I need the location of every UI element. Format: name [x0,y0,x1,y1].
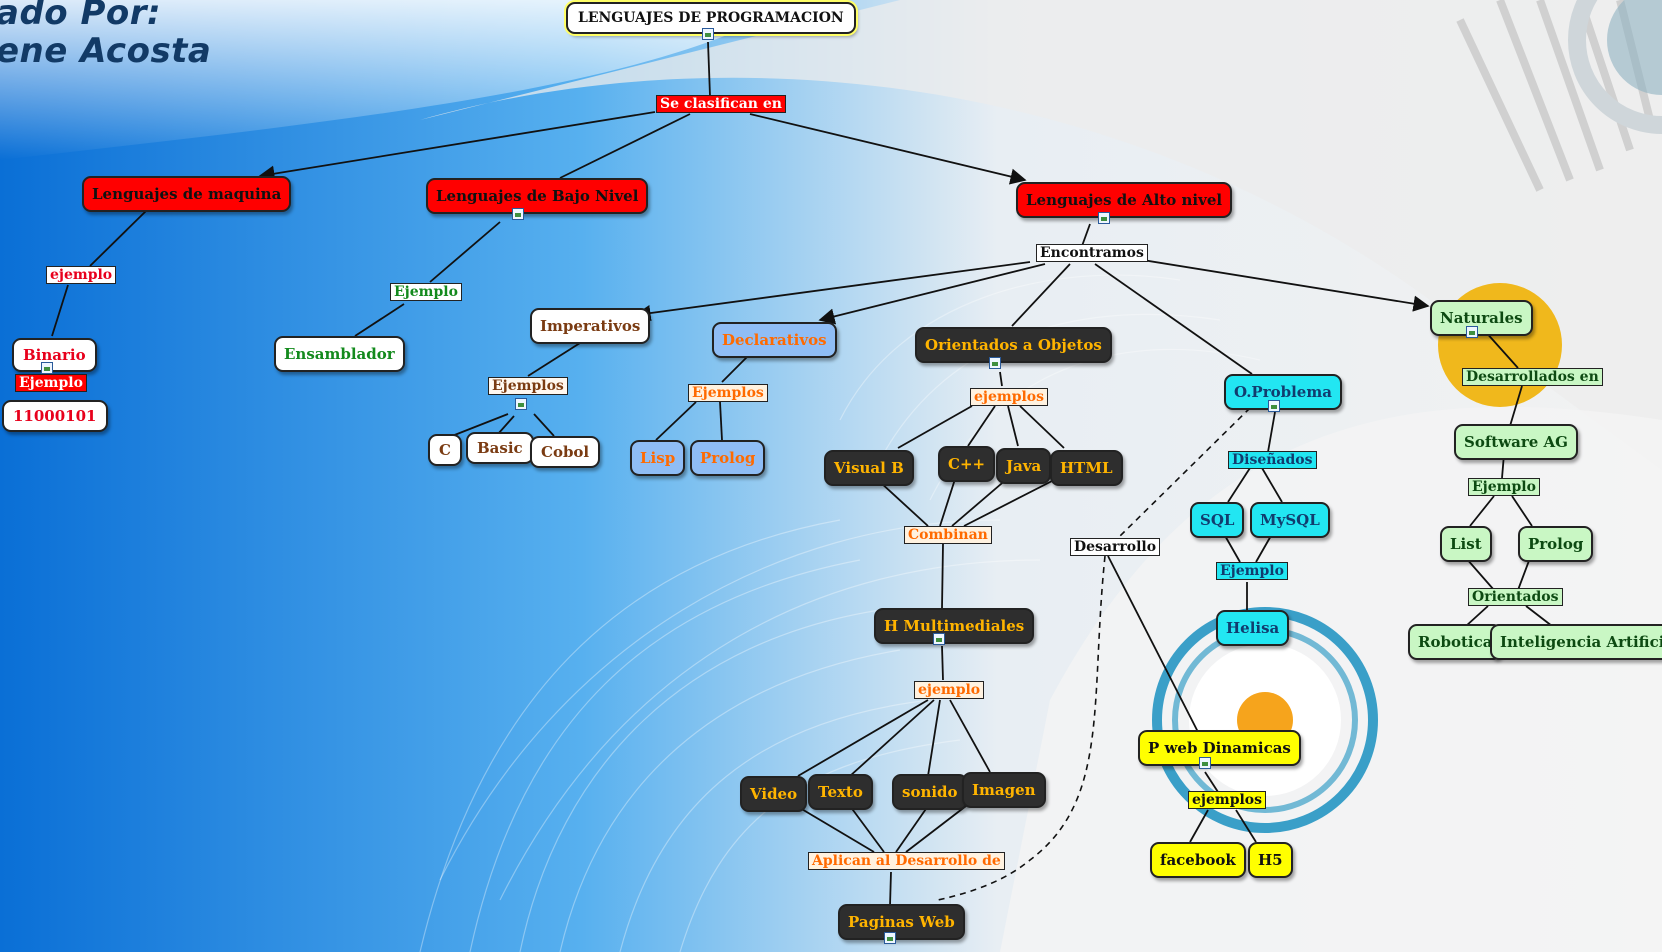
link-desarrollados-en: Desarrollados en [1462,368,1603,386]
node-cobol[interactable]: Cobol [530,436,601,468]
link-disenados: Diseñados [1228,451,1317,469]
bajo-nivel-image-icon[interactable] [512,208,524,220]
link-encontramos: Encontramos [1036,244,1148,262]
node-lenguajes-bajo-nivel[interactable]: Lenguajes de Bajo Nivel [426,178,649,214]
link-ejemplos-objetos: ejemplos [970,388,1049,406]
link-combinan: Combinan [904,526,992,544]
link-ejemplo-multimedia: ejemplo [914,681,985,699]
link-ejemplo-software: Ejemplo [1468,478,1540,496]
node-texto[interactable]: Texto [808,774,873,810]
node-robotica[interactable]: Robotica [1408,624,1503,660]
link-ejemplos-imperativos: Ejemplos [488,377,568,395]
p-web-image-icon[interactable] [1199,757,1211,769]
author-line-2: ene Acosta [0,31,212,71]
node-facebook[interactable]: facebook [1150,842,1246,878]
link-ejemplo-sql: Ejemplo [1216,562,1288,580]
title-image-icon[interactable] [702,28,714,40]
link-aplican: Aplican al Desarrollo de [808,852,1005,870]
node-p-web-dinamicas[interactable]: P web Dinamicas [1138,730,1301,766]
node-mysql[interactable]: MySQL [1250,502,1330,538]
node-imperativos[interactable]: Imperativos [530,308,651,344]
node-sonido[interactable]: sonido [892,774,968,810]
node-cpp[interactable]: C++ [938,446,996,482]
node-c[interactable]: C [428,434,462,466]
node-binario-value[interactable]: 11000101 [2,400,108,432]
node-list[interactable]: List [1440,526,1492,562]
node-o-problema[interactable]: O.Problema [1224,374,1342,410]
link-orientados: Orientados [1468,588,1563,606]
link-ejemplo-maquina: ejemplo [46,266,117,284]
node-visual-b[interactable]: Visual B [824,450,914,486]
alto-nivel-image-icon[interactable] [1098,212,1110,224]
node-prolog-natural[interactable]: Prolog [1518,526,1594,562]
node-java[interactable]: Java [996,448,1052,484]
o-problema-image-icon[interactable] [1268,400,1280,412]
link-ejemplos-declarativos: Ejemplos [688,384,768,402]
node-lenguajes-maquina[interactable]: Lenguajes de maquina [82,176,292,212]
node-naturales[interactable]: Naturales [1430,300,1533,336]
multimediales-image-icon[interactable] [933,633,945,645]
imperativos-image-icon[interactable] [515,398,527,410]
node-h-multimediales[interactable]: H Multimediales [874,608,1035,644]
link-se-clasifican: Se clasifican en [656,95,786,113]
node-sql[interactable]: SQL [1190,502,1245,538]
node-prolog-declarativo[interactable]: Prolog [690,440,766,476]
node-lenguajes-alto-nivel[interactable]: Lenguajes de Alto nivel [1016,182,1233,218]
author-line-1: ado Por: [0,0,162,33]
node-helisa[interactable]: Helisa [1216,610,1290,646]
title-label: LENGUAJES DE PROGRAMACION [578,10,844,26]
link-ejemplos-web: ejemplos [1188,791,1267,809]
node-ensamblador[interactable]: Ensamblador [274,336,405,372]
node-orientados-objetos[interactable]: Orientados a Objetos [915,327,1112,363]
objetos-image-icon[interactable] [989,357,1001,369]
link-ejemplo-binario: Ejemplo [15,374,87,392]
link-ejemplo-bajo-nivel: Ejemplo [390,283,462,301]
node-inteligencia-artificial[interactable]: Inteligencia Artificial [1490,624,1662,660]
naturales-image-icon[interactable] [1466,326,1478,338]
node-binario[interactable]: Binario [12,338,97,372]
node-video[interactable]: Video [740,776,808,812]
link-desarrollo: Desarrollo [1070,538,1161,556]
node-basic[interactable]: Basic [466,432,534,464]
paginas-web-image-icon[interactable] [884,932,896,944]
node-h5[interactable]: H5 [1248,842,1293,878]
node-declarativos[interactable]: Declarativos [712,322,837,358]
node-html[interactable]: HTML [1050,450,1123,486]
node-software-ag[interactable]: Software AG [1454,424,1578,460]
binario-image-icon[interactable] [41,362,53,374]
node-paginas-web[interactable]: Paginas Web [838,904,965,940]
node-imagen[interactable]: Imagen [962,772,1046,808]
node-lisp[interactable]: Lisp [630,440,686,476]
